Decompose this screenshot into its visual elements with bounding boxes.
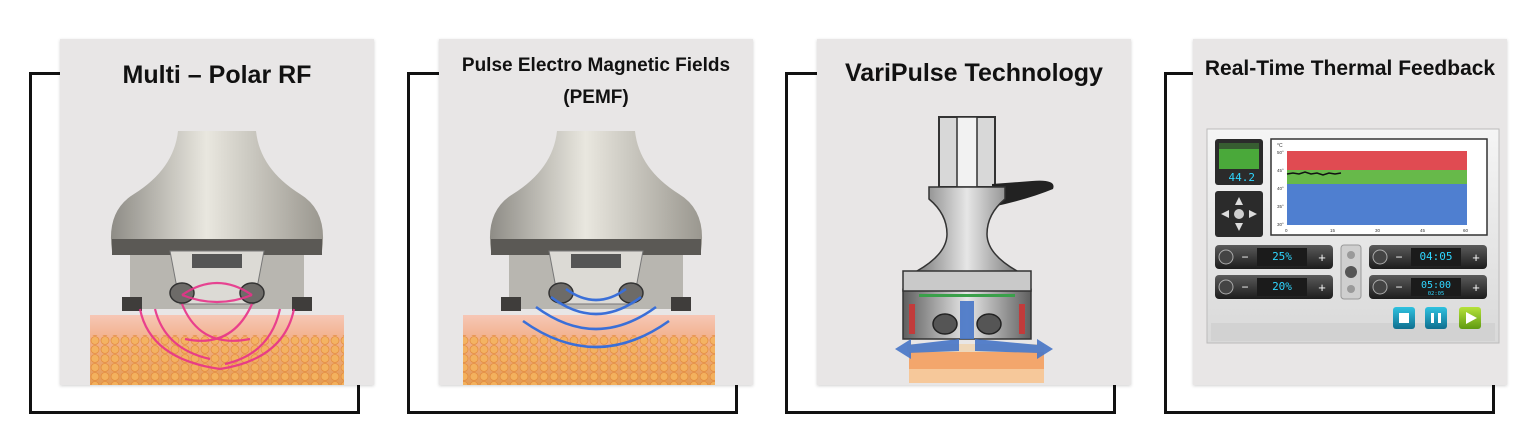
- panel-pemf-title-line2: (PEMF): [563, 87, 629, 108]
- varipulse-cross-section-icon: [895, 116, 1054, 383]
- thermal-display-icon: 44.2 °C 50° 45° 40° 35° 30° 0 15 30 45 6…: [1206, 128, 1500, 344]
- y-tick-45: 45°: [1277, 168, 1284, 173]
- timer-control-2: − 05:00 02:05 +: [1369, 275, 1487, 299]
- stop-button: [1393, 307, 1415, 329]
- pause-button: [1425, 307, 1447, 329]
- y-tick-50: 50°: [1277, 150, 1284, 155]
- chart-unit-label: °C: [1277, 143, 1283, 149]
- control-glyph: −: [1241, 250, 1248, 264]
- panel-varipulse-title: VariPulse Technology: [845, 59, 1103, 87]
- panel-varipulse: VariPulse Technology: [817, 39, 1131, 385]
- panel-rf: Multi – Polar RF: [60, 39, 374, 385]
- control-glyph: +: [1472, 250, 1480, 265]
- time-value-2-sub: 02:05: [1428, 291, 1445, 297]
- time-value-1: 04:05: [1419, 250, 1452, 263]
- y-tick-40: 40°: [1277, 186, 1284, 191]
- mode-buttons: [1340, 244, 1362, 300]
- panel-thermal: Real-Time Thermal Feedback 44.2: [1193, 39, 1507, 385]
- chart-temperature-line: [1286, 171, 1342, 176]
- control-glyph: +: [1472, 280, 1480, 295]
- x-tick-15: 15: [1330, 228, 1336, 233]
- power-control-1: − 25% +: [1215, 245, 1333, 269]
- control-glyph: +: [1318, 250, 1326, 265]
- chart-band-red: [1287, 151, 1467, 170]
- x-tick-45: 45: [1420, 228, 1426, 233]
- panel-thermal-title: Real-Time Thermal Feedback: [1204, 57, 1496, 80]
- power-control-2: − 20% +: [1215, 275, 1333, 299]
- panel-pemf-title-line1: Pulse Electro Magnetic Fields: [461, 55, 731, 76]
- x-tick-30: 30: [1375, 228, 1381, 233]
- panel-rf-title: Multi – Polar RF: [122, 61, 312, 89]
- control-glyph: −: [1395, 250, 1402, 264]
- chart-y-ticks: 50° 45° 40° 35° 30°: [1277, 150, 1284, 227]
- rf-applicator-icon: [90, 131, 344, 385]
- time-value-2: 05:00: [1421, 280, 1451, 291]
- play-button: [1459, 307, 1481, 329]
- y-tick-30: 30°: [1277, 222, 1284, 227]
- timer-control-1: − 04:05 +: [1369, 245, 1487, 269]
- control-glyph: −: [1241, 280, 1248, 294]
- power-value-1: 25%: [1272, 250, 1292, 263]
- chart-x-ticks: 0 15 30 45 60: [1285, 228, 1469, 233]
- pemf-applicator-icon: [463, 131, 715, 385]
- chart-band-green: [1287, 170, 1467, 184]
- x-tick-0: 0: [1285, 228, 1288, 233]
- control-glyph: −: [1395, 280, 1402, 294]
- power-value-2: 20%: [1272, 280, 1292, 293]
- chart-band-blue: [1287, 184, 1467, 225]
- y-tick-35: 35°: [1277, 204, 1284, 209]
- control-glyph: +: [1318, 280, 1326, 295]
- x-tick-60: 60: [1463, 228, 1469, 233]
- panel-pemf: Pulse Electro Magnetic Fields (PEMF): [439, 39, 753, 385]
- temperature-readout: 44.2: [1229, 171, 1256, 184]
